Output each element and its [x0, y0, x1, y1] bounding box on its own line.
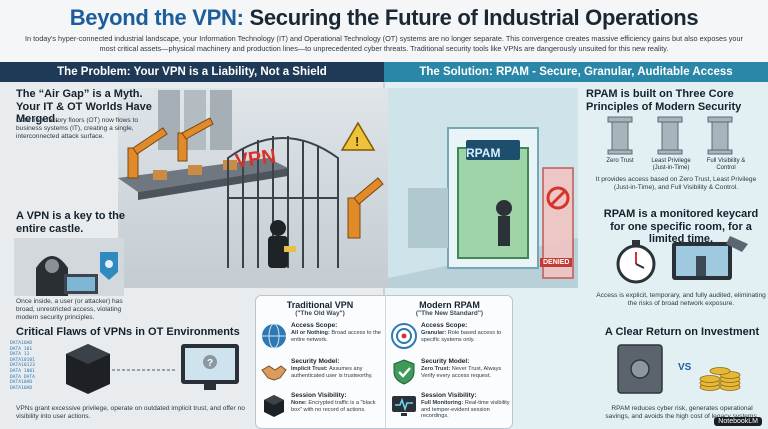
row-strong: Implicit Trust: — [291, 366, 328, 372]
data-stream-label: DATA 1001 — [10, 368, 35, 374]
header: Beyond the VPN: Securing the Future of I… — [0, 0, 768, 62]
shield-check-icon — [393, 359, 415, 385]
comparison-table: Traditional VPN ("The Old Way") Access S… — [255, 295, 513, 429]
title-part2: Securing the Future of Industrial Operat… — [249, 5, 699, 30]
denied-label: DENIED — [540, 258, 573, 267]
return-text: RPAM reduces cyber risk, generates opera… — [605, 405, 759, 420]
title-part1: Beyond the VPN: — [69, 5, 244, 30]
row-strong: Full Monitoring: — [421, 400, 464, 406]
timer-monitor-illustration — [616, 236, 748, 284]
handshake-icon — [261, 365, 287, 381]
hacker-laptop-illustration — [14, 238, 124, 296]
row-strong: Zero Trust: — [421, 366, 451, 372]
row-strong: All or Nothing: — [291, 330, 330, 336]
row-label: Session Visibility: — [421, 392, 477, 399]
data-stream-label: DATA10AD — [10, 385, 33, 391]
pillar-zero-trust: Zero Trust — [606, 158, 634, 164]
column-modern-rpam: Modern RPAM ("The New Standard") Access … — [385, 296, 513, 428]
modern-rpam-subtitle: ("The New Standard") — [415, 310, 484, 317]
pillar-visibility: Full Visibility & Control — [706, 158, 746, 171]
row-text: Assumes any authenticated user is trustw… — [291, 366, 373, 379]
table-row: Session Visibility: None: Encrypted traf… — [260, 392, 382, 428]
row-text: Broad access to the entire network. — [291, 330, 381, 343]
row-strong: Granular: — [421, 330, 447, 336]
row-label: Security Model: — [421, 358, 470, 365]
data-stream-label: DATA10AD — [10, 341, 33, 346]
factory-illustration: ! — [118, 88, 388, 288]
key-text: Once inside, a user (or attacker) has br… — [16, 298, 123, 321]
key-heading: A VPN is a key to the entire castle. — [16, 210, 126, 235]
row-label: Access Scope: — [421, 322, 468, 329]
row-strong: None: — [291, 400, 307, 406]
column-traditional-vpn: Traditional VPN ("The Old Way") Access S… — [256, 296, 384, 428]
return-heading: A Clear Return on Investment — [604, 326, 760, 338]
data-stream-label: DATA 11 — [10, 352, 30, 358]
flaws-heading: Critical Flaws of VPNs in OT Environment… — [16, 326, 240, 338]
row-text: Encrypted traffic is a "black box" with … — [291, 400, 376, 413]
table-row: Session Visibility: Full Monitoring: Rea… — [390, 392, 512, 428]
target-icon — [391, 323, 417, 349]
roi-illustration — [617, 344, 741, 394]
row-label: Session Visibility: — [291, 392, 347, 399]
airgap-text: Data from factory floors (OT) now flows … — [16, 117, 139, 140]
table-row: Access Scope: Granular: Role based acces… — [390, 322, 512, 358]
black-box-icon — [264, 395, 284, 417]
row-text: Role based access to specific systems on… — [421, 330, 502, 343]
pillar-least-privilege: Least Privilege (Just-in-Time) — [651, 158, 691, 171]
flaws-text: VPNs grant excessive privilege, operate … — [16, 405, 245, 420]
data-stream-label: DATA 101 — [10, 346, 33, 352]
row-text: Real-time visibility and temper-evident … — [421, 400, 510, 420]
row-label: Access Scope: — [291, 322, 338, 329]
monitor-pulse-icon — [392, 396, 416, 416]
data-stream-label: DATA10101 — [10, 357, 35, 363]
traditional-vpn-title: Traditional VPN — [286, 300, 354, 310]
row-label: Security Model: — [291, 358, 340, 365]
globe-network-icon — [262, 323, 286, 349]
page-title: Beyond the VPN: Securing the Future of I… — [0, 0, 768, 31]
row-text: Never Trust, Always Verify every access … — [421, 366, 502, 379]
data-stream-label: DATA10123 — [10, 363, 35, 369]
rpam-sign: RPAM — [466, 146, 501, 160]
notebooklm-badge: NotebookLM — [714, 417, 762, 426]
principles-heading: RPAM is built on Three Core Principles o… — [586, 88, 742, 113]
solution-band: The Solution: RPAM - Secure, Granular, A… — [384, 62, 768, 82]
svg-text:!: ! — [355, 134, 359, 149]
intro-text: In today's hyper-connected industrial la… — [25, 34, 743, 53]
modern-rpam-title: Modern RPAM — [419, 300, 480, 310]
vs-label: VS — [678, 362, 692, 373]
problem-band: The Problem: Your VPN is a Liability, No… — [0, 62, 384, 82]
rpam-door-illustration — [388, 88, 578, 288]
svg-text:?: ? — [207, 358, 213, 369]
table-row: Access Scope: All or Nothing: Broad acce… — [260, 322, 382, 358]
blackbox-screen-illustration: ? — [66, 344, 239, 394]
data-stream-label: DATA10AD — [10, 380, 33, 386]
pillars-icon — [607, 116, 733, 155]
table-row: Security Model: Implicit Trust: Assumes … — [260, 358, 382, 394]
table-row: Security Model: Zero Trust: Never Trust,… — [390, 358, 512, 394]
data-stream-label: DATA DATA — [10, 374, 35, 380]
traditional-vpn-subtitle: ("The Old Way") — [295, 310, 345, 317]
principles-text: It provides access based on Zero Trust, … — [595, 176, 757, 191]
airgap-heading: The “Air Gap” is a Myth. Your IT & OT Wo… — [16, 88, 152, 125]
keycard-text: Access is explicit, temporary, and fully… — [596, 292, 766, 307]
